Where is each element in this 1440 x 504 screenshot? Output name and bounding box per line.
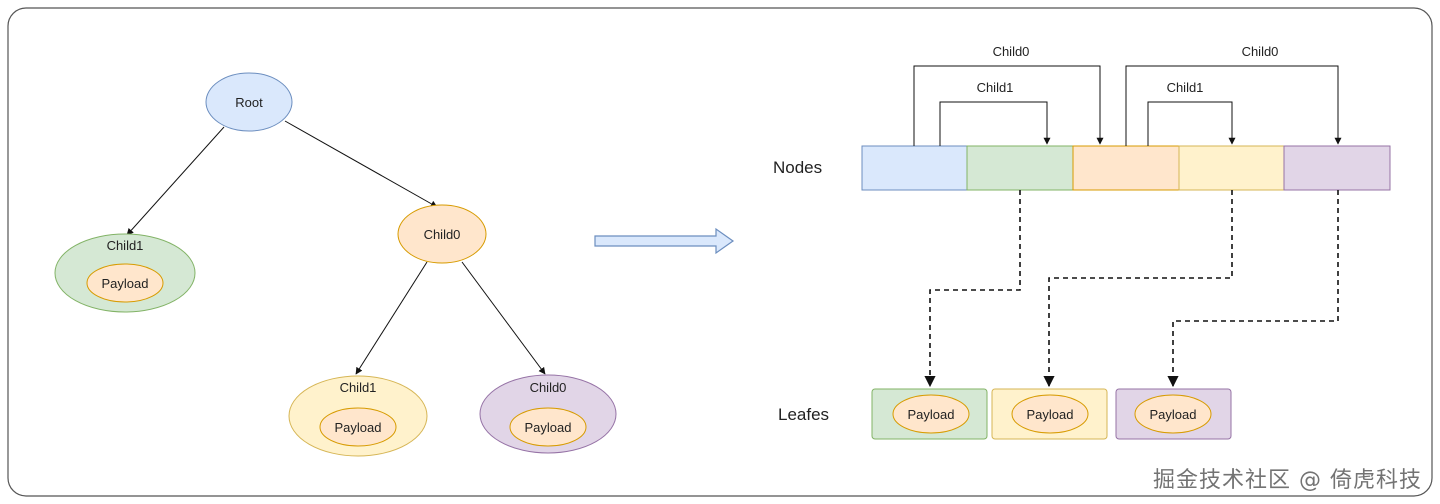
tree-child1-leaf: Child1 Payload: [54, 233, 196, 313]
tree-child0-child0-label: Child0: [530, 380, 567, 395]
payload-label: Payload: [335, 420, 382, 435]
payload-node: [86, 263, 164, 303]
tree-root-label: Root: [235, 95, 263, 110]
nodes-array: [861, 145, 1391, 191]
bracket-label-root-child1: Child1: [977, 80, 1014, 95]
bracket-root-child1: [939, 101, 1051, 146]
leaf-box-green: Payload: [871, 388, 988, 440]
diagram-frame: [7, 7, 1433, 497]
edge-root-child0: [284, 120, 438, 208]
leafs-row-label: Leafes: [778, 405, 829, 424]
payload-node: [892, 394, 970, 434]
tree-child0-node: Child0: [397, 204, 487, 264]
payload-node: [319, 407, 397, 447]
leaf-pointer-1: [924, 190, 1021, 388]
leaf-box-yellow: Payload: [991, 388, 1108, 440]
tree-child0-child1-label: Child1: [340, 380, 377, 395]
node-cell-child0-child0: [1283, 145, 1391, 191]
payload-label: Payload: [102, 276, 149, 291]
payload-label: Payload: [908, 407, 955, 422]
node-cell-root: [861, 145, 968, 191]
payload-label: Payload: [1027, 407, 1074, 422]
bracket-label-child0-child1: Child1: [1167, 80, 1204, 95]
tree-child0-label: Child0: [424, 227, 461, 242]
payload-node: [509, 407, 587, 447]
payload-node: [1134, 394, 1212, 434]
edge-child0-child0: [461, 261, 546, 375]
payload-label: Payload: [525, 420, 572, 435]
nodes-row-label: Nodes: [773, 158, 822, 177]
leaf-box-purple: Payload: [1115, 388, 1232, 440]
leaf-pointer-3: [1167, 190, 1339, 388]
bracket-root-child0: [913, 65, 1104, 146]
bracket-child0-child1: [1147, 101, 1236, 146]
transform-arrow: [594, 227, 735, 255]
tree-child1-label: Child1: [107, 238, 144, 253]
bracket-label-child0-child0: Child0: [1242, 44, 1279, 59]
node-cell-child0-child1: [1178, 145, 1285, 191]
tree-child0-child0-leaf: Child0 Payload: [479, 374, 617, 454]
node-cell-child1: [966, 145, 1074, 191]
bracket-label-root-child0: Child0: [993, 44, 1030, 59]
edge-child0-child1: [355, 261, 428, 375]
edge-root-child1: [126, 126, 225, 236]
payload-label: Payload: [1150, 407, 1197, 422]
node-cell-child0: [1072, 145, 1180, 191]
payload-node: [1011, 394, 1089, 434]
tree-root-node: Root: [205, 72, 293, 132]
leaf-pointer-2: [1043, 190, 1233, 388]
bracket-child0-child0: [1125, 65, 1342, 146]
watermark-text: 掘金技术社区 @ 倚虎科技: [1153, 468, 1422, 493]
tree-child0-child1-leaf: Child1 Payload: [288, 375, 428, 457]
